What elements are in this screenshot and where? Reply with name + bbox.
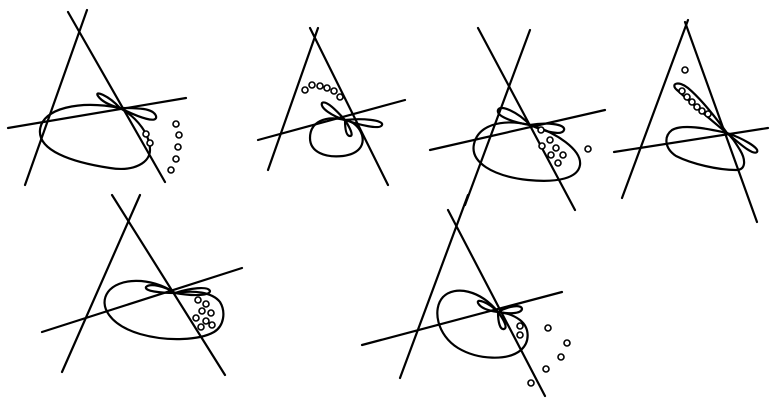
small-circle bbox=[302, 87, 308, 93]
small-circle bbox=[679, 88, 685, 94]
small-circle bbox=[173, 156, 179, 162]
line-right bbox=[112, 195, 225, 375]
small-circle bbox=[317, 83, 323, 89]
small-circle bbox=[543, 366, 549, 372]
small-circle bbox=[705, 111, 711, 117]
small-circle bbox=[147, 140, 153, 146]
small-circle bbox=[684, 94, 690, 100]
small-circle bbox=[208, 310, 214, 316]
small-circle bbox=[689, 99, 695, 105]
small-circle bbox=[555, 160, 561, 166]
circle-group bbox=[679, 67, 711, 117]
small-circle bbox=[173, 121, 179, 127]
small-circle bbox=[528, 380, 534, 386]
small-circle bbox=[309, 82, 315, 88]
small-circle bbox=[337, 94, 343, 100]
small-circle bbox=[548, 152, 554, 158]
panel-5 bbox=[42, 195, 242, 375]
circle-group bbox=[302, 82, 343, 100]
small-circle bbox=[553, 145, 559, 151]
line-right bbox=[448, 210, 545, 396]
line-cross bbox=[8, 98, 186, 128]
small-circle bbox=[699, 108, 705, 114]
panel-4 bbox=[614, 20, 768, 222]
circle-group bbox=[517, 323, 570, 386]
circle-group bbox=[538, 127, 591, 166]
small-circle bbox=[331, 88, 337, 94]
circle-group bbox=[193, 297, 215, 330]
small-circle bbox=[545, 325, 551, 331]
small-circle bbox=[199, 308, 205, 314]
petal-right bbox=[530, 124, 564, 133]
small-circle bbox=[558, 354, 564, 360]
small-circle bbox=[209, 322, 215, 328]
line-cross bbox=[430, 110, 605, 150]
small-circle bbox=[193, 315, 199, 321]
small-circle bbox=[143, 131, 149, 137]
line-right bbox=[685, 22, 757, 222]
small-circle bbox=[203, 301, 209, 307]
panel-3 bbox=[430, 28, 605, 210]
panel-6 bbox=[362, 195, 570, 396]
line-right bbox=[68, 12, 165, 182]
small-circle bbox=[324, 85, 330, 91]
small-circle bbox=[203, 318, 209, 324]
small-circle bbox=[517, 323, 523, 329]
small-circle bbox=[560, 152, 566, 158]
small-circle bbox=[539, 143, 545, 149]
petal-right bbox=[345, 119, 382, 127]
small-circle bbox=[538, 127, 544, 133]
small-circle bbox=[547, 137, 553, 143]
line-left bbox=[622, 20, 688, 198]
small-circle bbox=[175, 144, 181, 150]
small-circle bbox=[682, 67, 688, 73]
line-left bbox=[400, 195, 468, 378]
small-circle bbox=[176, 132, 182, 138]
panel-1 bbox=[8, 10, 186, 185]
small-circle bbox=[564, 340, 570, 346]
small-circle bbox=[195, 297, 201, 303]
panel-2 bbox=[258, 28, 405, 185]
small-circle bbox=[585, 146, 591, 152]
small-circle bbox=[517, 332, 523, 338]
small-circle bbox=[168, 167, 174, 173]
line-right bbox=[478, 28, 575, 210]
line-left bbox=[25, 10, 87, 185]
small-circle bbox=[198, 324, 204, 330]
line-left bbox=[268, 28, 318, 170]
line-cross bbox=[362, 292, 562, 345]
